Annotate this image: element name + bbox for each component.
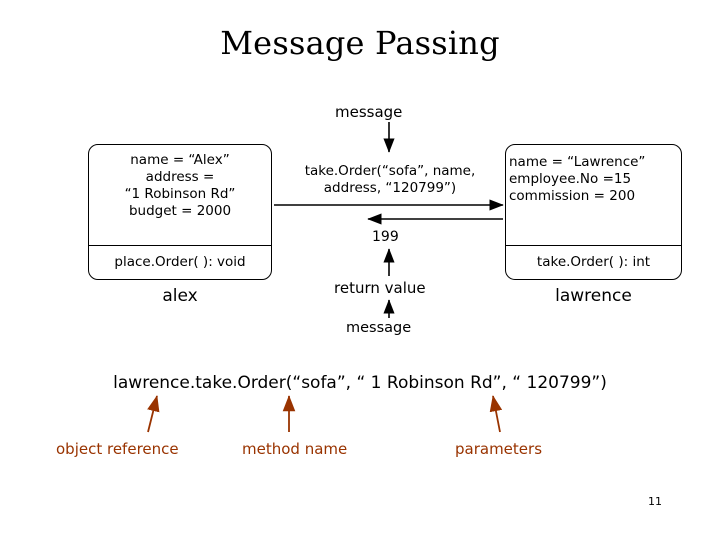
pointer-object-reference [147,395,160,433]
object-alex-method: place.Order( ): void [114,254,246,270]
object-alex-separator [88,245,272,246]
caption-parameters: parameters [455,440,543,458]
object-box-alex [88,144,272,280]
object-alex-attributes: name = “Alex” address = “1 Robinson Rd” … [124,152,236,219]
label-return-value: return value [334,279,426,297]
page-title: Message Passing [220,24,500,62]
pointer-parameters [489,395,503,433]
page-number: 11 [648,495,662,508]
caption-method-name: method name [242,440,348,458]
object-lawrence-separator [505,245,682,246]
bottom-statement: lawrence.take.Order(“sofa”, “ 1 Robinson… [113,373,607,393]
label-return-number: 199 [372,229,399,245]
object-lawrence-attributes: name = “Lawrence” employee.No =15 commis… [509,154,646,204]
object-lawrence-name: lawrence [555,286,632,306]
message-call-text: take.Order(“sofa”, name, address, “12079… [304,163,476,196]
object-lawrence-method: take.Order( ): int [536,254,651,270]
label-message-bottom: message [346,320,412,336]
object-box-lawrence [505,144,682,280]
label-message-top: message [335,103,403,121]
caption-object-reference: object reference [56,440,179,458]
object-alex-name: alex [162,286,198,306]
